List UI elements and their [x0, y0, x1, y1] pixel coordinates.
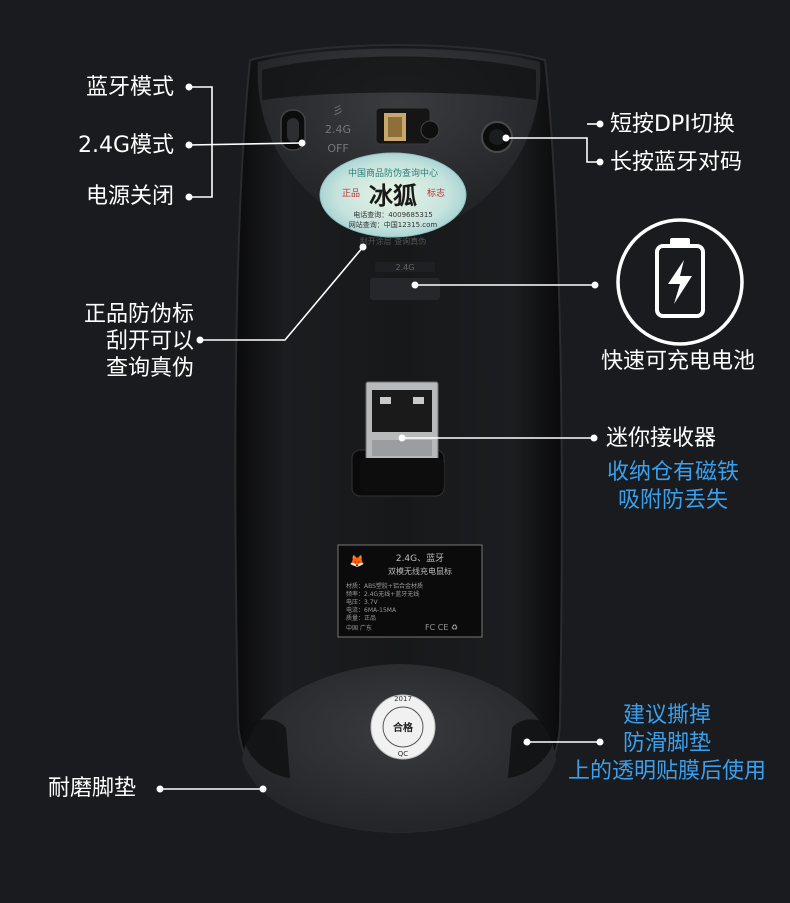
- label-mini-receiver: 迷你接收器: [606, 426, 717, 451]
- label-magnet-1: 收纳仓有磁铁: [606, 460, 739, 485]
- receiver-slot-latch: [370, 278, 440, 300]
- svg-text:2.4G、蓝牙: 2.4G、蓝牙: [396, 552, 444, 564]
- usb-receiver: [351, 381, 445, 497]
- leader-dots: [156, 83, 604, 793]
- svg-text:材质：ABS塑胶+铝合金材质: 材质：ABS塑胶+铝合金材质: [346, 582, 423, 590]
- leader-lines: [160, 86, 600, 790]
- label-tear-film-2: 防滑脚垫: [622, 731, 711, 756]
- label-long-press-pair: 长按蓝牙对码: [610, 150, 743, 175]
- label-tear-film-3: 上的透明贴膜后使用: [567, 759, 766, 784]
- svg-text:冰狐: 冰狐: [369, 181, 417, 210]
- svg-text:OFF: OFF: [327, 142, 348, 155]
- label-magnet-2: 吸附防丢失: [617, 488, 728, 513]
- svg-text:2.4G: 2.4G: [396, 263, 415, 272]
- svg-text:电流：6MA-15MA: 电流：6MA-15MA: [346, 606, 397, 614]
- label-anti-fake-2: 刮开可以: [105, 329, 194, 354]
- svg-text:中国 广东: 中国 广东: [346, 624, 372, 632]
- svg-text:质量：正品: 质量：正品: [346, 614, 376, 622]
- label-anti-fake-1: 正品防伪标: [83, 302, 194, 327]
- label-wear-resistant-feet: 耐磨脚垫: [48, 776, 137, 801]
- label-short-press-dpi: 短按DPI切换: [610, 112, 735, 137]
- label-tear-film-1: 建议撕掉: [622, 703, 711, 728]
- battery-charging-icon: [616, 218, 744, 346]
- svg-text:2017: 2017: [394, 695, 412, 703]
- svg-text:2.4G: 2.4G: [325, 123, 351, 136]
- svg-text:网站查询：中国12315.com: 网站查询：中国12315.com: [349, 220, 438, 229]
- security-sticker: 中国商品防伪查询中心 冰狐 正品 标志 电话查询：4009685315 网站查询…: [319, 152, 467, 238]
- svg-text:合格: 合格: [392, 721, 414, 734]
- label-24g-mode: 2.4G模式: [77, 133, 174, 158]
- svg-text:标志: 标志: [427, 187, 445, 199]
- svg-text:QC: QC: [398, 750, 409, 758]
- svg-text:中国商品防伪查询中心: 中国商品防伪查询中心: [348, 167, 438, 179]
- svg-text:FC CE ♻: FC CE ♻: [425, 623, 458, 632]
- svg-text:电话查询：4009685315: 电话查询：4009685315: [353, 210, 433, 219]
- svg-text:频率：2.4G无线+蓝牙无线: 频率：2.4G无线+蓝牙无线: [346, 590, 419, 598]
- label-fast-charge-battery: 快速可充电电池: [601, 349, 756, 374]
- label-bluetooth-mode: 蓝牙模式: [85, 75, 174, 100]
- svg-text:正品: 正品: [342, 188, 360, 199]
- qc-sticker: 2017 合格 QC: [370, 694, 436, 760]
- label-anti-fake-3: 查询真伪: [105, 356, 194, 381]
- svg-text:彡: 彡: [333, 104, 344, 117]
- svg-text:刮开涂层 查询真伪: 刮开涂层 查询真伪: [360, 236, 427, 246]
- svg-text:电压：3.7V: 电压：3.7V: [346, 598, 379, 606]
- label-power-off: 电源关闭: [85, 184, 174, 209]
- fox-logo-icon: 🦊: [350, 554, 365, 568]
- product-label: 🦊 2.4G、蓝牙 双模无线充电鼠标 材质：ABS塑胶+铝合金材质 频率：2.4…: [337, 544, 483, 638]
- svg-text:双模无线充电鼠标: 双模无线充电鼠标: [388, 566, 452, 576]
